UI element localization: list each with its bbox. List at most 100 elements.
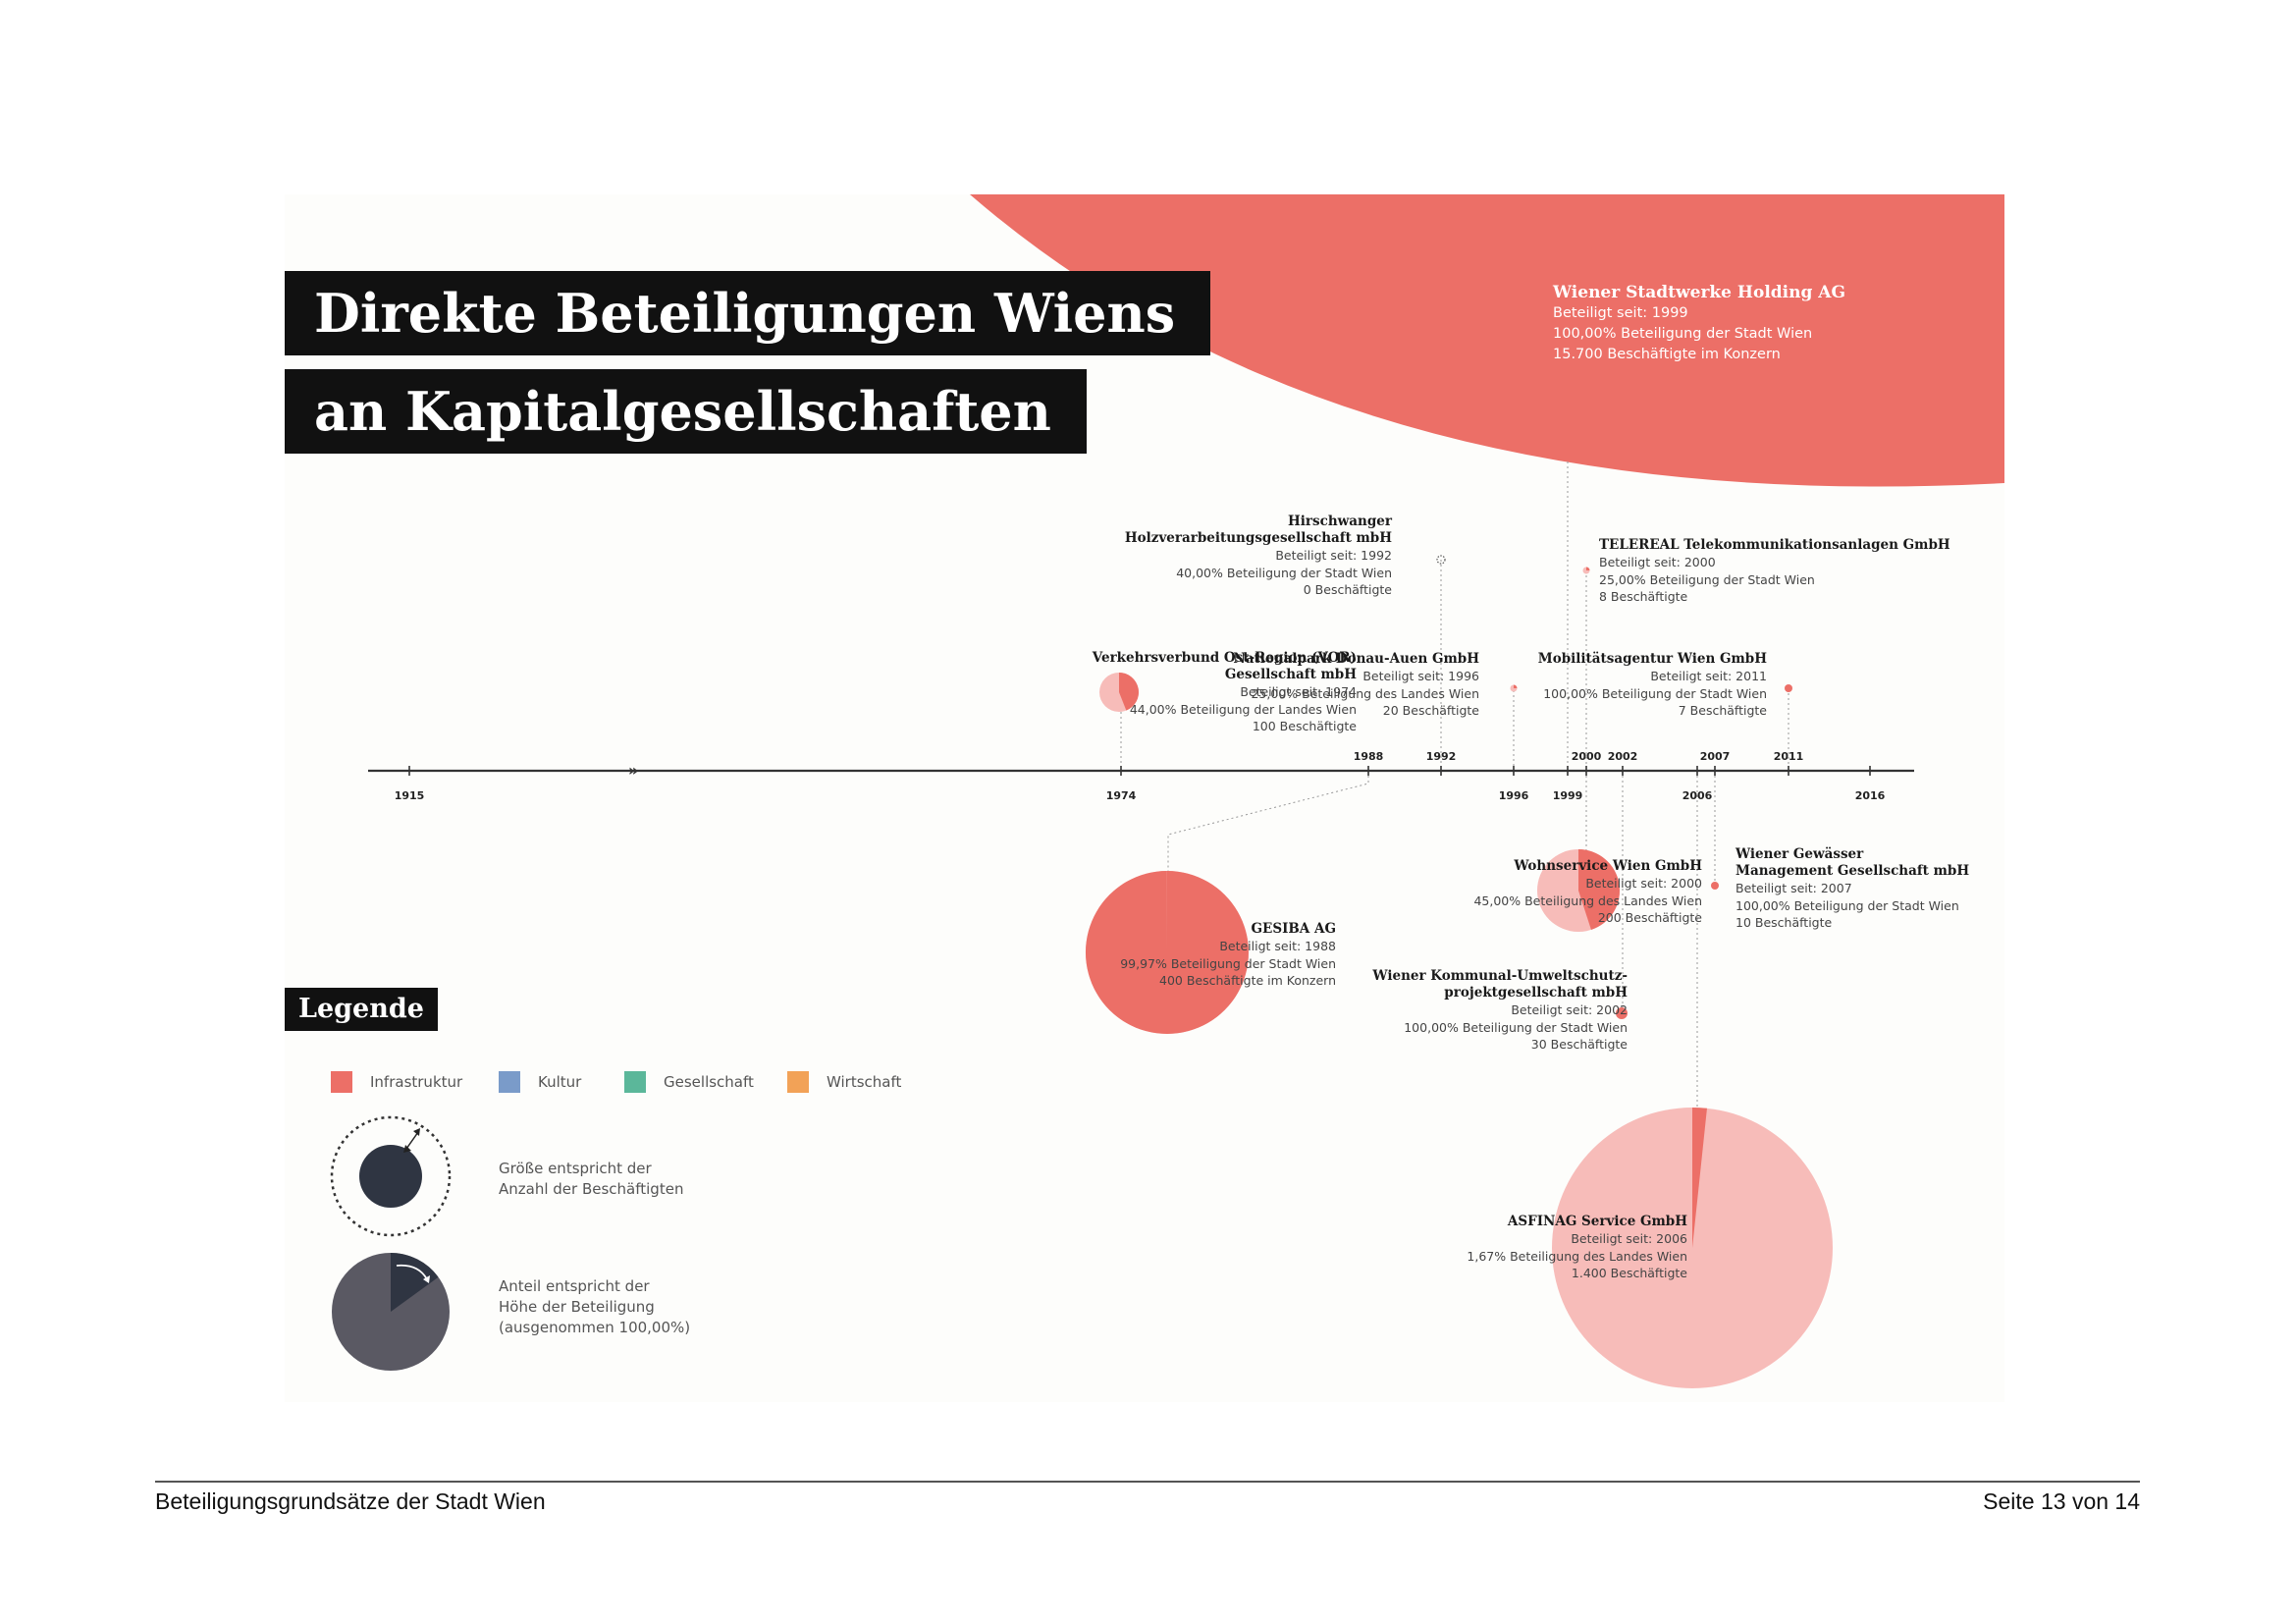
company-detail: 99,97% Beteiligung der Stadt Wien xyxy=(1120,955,1336,971)
legend-item-infrastruktur: Infrastruktur xyxy=(331,1071,462,1093)
legend-item-gesellschaft: Gesellschaft xyxy=(624,1071,754,1093)
legend-share-arrow xyxy=(396,1264,428,1280)
company-detail: Beteiligt seit: 1992 xyxy=(1275,548,1392,563)
legend-swatch xyxy=(787,1071,809,1093)
company-asfinag: ASFINAG Service GmbH Beteiligt seit: 200… xyxy=(1467,1214,1687,1282)
company-telereal: TELEREAL Telekommunikationsanlagen GmbH … xyxy=(1599,537,1950,606)
pie-full xyxy=(1616,1007,1628,1019)
company-detail: Beteiligt seit: 1999 xyxy=(1553,305,1688,321)
company-wiener-stadtwerke: Wiener Stadtwerke Holding AG Beteiligt s… xyxy=(1553,282,1845,365)
legend-swatch xyxy=(624,1071,646,1093)
pie-full xyxy=(1785,684,1792,692)
company-detail: 10 Beschäftigte xyxy=(1735,915,1833,930)
company-pies xyxy=(1085,555,1833,1388)
company-name: ASFINAG Service GmbH xyxy=(1507,1214,1687,1229)
company-nationalpark: Nationalpark Donau-Auen GmbH Beteiligt s… xyxy=(1233,651,1479,720)
pie-gewaesser xyxy=(1711,882,1719,890)
pie-share xyxy=(1586,567,1590,570)
year-label: 2000 xyxy=(1571,750,1602,763)
footer-divider xyxy=(155,1481,2140,1483)
timeline-axis: » xyxy=(368,761,1914,780)
company-detail: 15.700 Beschäftigte im Konzern xyxy=(1553,347,1781,362)
year-label: 2011 xyxy=(1773,750,1804,763)
company-detail: 100 Beschäftigte xyxy=(1252,719,1357,733)
pie-vor xyxy=(1099,673,1139,712)
legend-swatch xyxy=(331,1071,352,1093)
company-name: projektgesellschaft mbH xyxy=(1444,985,1628,1001)
pie-wohnservice xyxy=(1537,849,1621,932)
company-detail: Beteiligt seit: 2000 xyxy=(1599,555,1716,569)
year-label: 2006 xyxy=(1682,789,1713,802)
pie-share xyxy=(1514,684,1518,688)
company-wohnservice: Wohnservice Wien GmbH Beteiligt seit: 20… xyxy=(1473,858,1702,927)
timeline-break-symbol: » xyxy=(628,761,638,780)
legend-share-slice xyxy=(391,1253,439,1312)
legend-share-arrowhead xyxy=(423,1275,430,1283)
company-name: TELEREAL Telekommunikationsanlagen GmbH xyxy=(1599,537,1950,553)
pie-telereal xyxy=(1582,567,1590,574)
infographic-graphics: » xyxy=(330,194,2004,1388)
legend-share-note: Anteil entspricht der Höhe der Beteiligu… xyxy=(499,1277,691,1336)
footer-document-title: Beteiligungsgrundsätze der Stadt Wien xyxy=(155,1488,546,1514)
year-label: 1974 xyxy=(1105,789,1137,802)
company-vor: Verkehrsverbund Ost-Region (VOR) Gesells… xyxy=(1093,650,1357,735)
company-name: Wohnservice Wien GmbH xyxy=(1514,858,1702,874)
connector-lines xyxy=(1120,461,1789,1117)
pie-share xyxy=(1119,673,1139,711)
company-name: Hirschwanger xyxy=(1288,514,1392,529)
company-name: Holzverarbeitungsgesellschaft mbH xyxy=(1124,530,1392,546)
company-name: Gesellschaft mbH xyxy=(1224,667,1357,682)
legend-size-note: Größe entspricht der Anzahl der Beschäft… xyxy=(499,1160,684,1198)
year-label: 1999 xyxy=(1552,789,1583,802)
legend-item-kultur: Kultur xyxy=(499,1071,581,1093)
company-name: Management Gesellschaft mbH xyxy=(1735,863,1970,879)
legend-size-arrowhead xyxy=(413,1128,420,1136)
legend-size-circle xyxy=(359,1145,422,1208)
company-gesiba: GESIBA AG Beteiligt seit: 1988 99,97% Be… xyxy=(1120,921,1336,990)
year-label: 1988 xyxy=(1353,750,1384,763)
legend-item-wirtschaft: Wirtschaft xyxy=(787,1071,901,1093)
company-detail: 400 Beschäftigte im Konzern xyxy=(1159,973,1336,988)
company-name: Wiener Stadtwerke Holding AG xyxy=(1553,283,1845,302)
infographic-panel: » Direkte Beteiligungen Wiens an Kapital… xyxy=(285,194,2004,1402)
pie-hirschwanger xyxy=(1436,555,1446,565)
company-detail: 44,00% Beteiligung der Landes Wien xyxy=(1129,701,1357,717)
pie-kommunal xyxy=(1616,1007,1628,1019)
year-label: 2007 xyxy=(1699,750,1731,763)
company-detail: 0 Beschäftigte xyxy=(1303,582,1392,597)
company-detail: 200 Beschäftigte xyxy=(1597,910,1702,925)
company-detail: 25,00% Beteiligung der Stadt Wien xyxy=(1599,571,1815,587)
company-detail: 40,00% Beteiligung der Stadt Wien xyxy=(1176,565,1392,580)
pie-nationalpark xyxy=(1510,684,1518,692)
year-label: 1996 xyxy=(1498,789,1529,802)
pie-gesiba xyxy=(1085,871,1249,1034)
company-detail: Beteiligt seit: 2011 xyxy=(1650,669,1767,683)
company-name: Verkehrsverbund Ost-Region (VOR) xyxy=(1092,650,1357,666)
company-detail: Beteiligt seit: 1974 xyxy=(1240,684,1357,699)
company-wiener-gewaesser: Wiener Gewässer Management Gesellschaft … xyxy=(1735,846,1969,932)
footer-page-number: Seite 13 von 14 xyxy=(1983,1488,2140,1514)
pie-asfinag xyxy=(1552,1108,1833,1388)
wiener-stadtwerke-shape xyxy=(970,194,2004,487)
company-hirschwanger: Hirschwanger Holzverarbeitungsgesellscha… xyxy=(1125,514,1392,599)
company-detail: 25,00% Beteiligung des Landes Wien xyxy=(1251,685,1479,701)
company-detail: Beteiligt seit: 2002 xyxy=(1511,1002,1628,1017)
company-detail: 1.400 Beschäftigte xyxy=(1571,1266,1687,1280)
company-name: Wiener Kommunal-Umweltschutz- xyxy=(1372,968,1628,984)
company-detail: 30 Beschäftigte xyxy=(1530,1037,1628,1052)
pie-mobilitaet xyxy=(1785,684,1792,692)
company-detail: Beteiligt seit: 2006 xyxy=(1571,1231,1687,1246)
company-detail: 8 Beschäftigte xyxy=(1599,589,1688,604)
pie-full xyxy=(1711,882,1719,890)
company-detail: Beteiligt seit: 1988 xyxy=(1219,939,1336,953)
company-detail: 1,67% Beteiligung des Landes Wien xyxy=(1467,1248,1687,1264)
company-name: Nationalpark Donau-Auen GmbH xyxy=(1233,651,1479,667)
company-detail: Beteiligt seit: 2000 xyxy=(1585,876,1702,891)
legend-size-arrowhead xyxy=(403,1145,411,1153)
company-detail: 100,00% Beteiligung der Stadt Wien xyxy=(1735,897,1959,913)
year-label: 1992 xyxy=(1425,750,1457,763)
legend-size-arrow xyxy=(405,1131,419,1150)
company-detail: Beteiligt seit: 1996 xyxy=(1362,669,1479,683)
company-detail: 20 Beschäftigte xyxy=(1382,703,1479,718)
company-mobilitaetsagentur: Mobilitätsagentur Wien GmbH Beteiligt se… xyxy=(1538,651,1767,720)
